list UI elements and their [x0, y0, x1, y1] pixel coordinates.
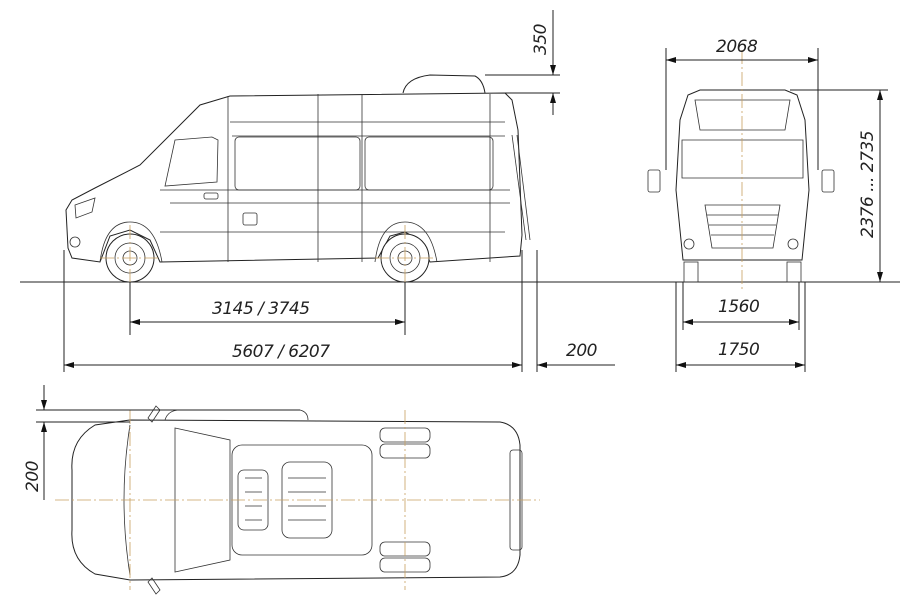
- top-view: [55, 405, 540, 595]
- roof-unit-top: [164, 409, 309, 421]
- windshield: [681, 139, 804, 179]
- dim-track: 1560: [718, 297, 759, 317]
- left-mirror: [647, 169, 661, 193]
- dim-overall-length: 5607 / 6207: [232, 342, 330, 362]
- dim-body-width: 1750: [718, 340, 759, 360]
- dim-rear-step: 200: [566, 341, 597, 361]
- front-dimensions: 2068 2376 ... 2735 1560 1750: [665, 37, 888, 372]
- side-dimensions: 350 3145 / 3745 5607 / 6207 200: [63, 10, 615, 372]
- top-body-outline: [71, 419, 521, 581]
- top-dimensions: 200: [23, 385, 300, 500]
- cab-door-window: [164, 136, 219, 187]
- side-window-2: [364, 136, 494, 191]
- top-right-mirror: [147, 577, 161, 595]
- side-window-1: [234, 136, 361, 191]
- dim-top-offset: 200: [23, 461, 43, 492]
- rear-wheel: [374, 221, 438, 283]
- top-left-mirror: [147, 405, 161, 423]
- dim-overall-width: 2068: [716, 37, 758, 57]
- grille: [704, 204, 781, 249]
- dim-roof-unit-height: 350: [531, 24, 551, 55]
- right-mirror: [821, 169, 835, 193]
- side-view: [20, 74, 640, 290]
- roof-unit: [402, 74, 486, 94]
- dim-wheelbase: 3145 / 3745: [212, 299, 310, 319]
- dim-overall-height: 2376 ... 2735: [858, 131, 878, 238]
- front-roof-glass: [694, 99, 791, 131]
- cab-roof: [174, 427, 231, 573]
- front-view: [640, 50, 900, 290]
- front-body-outline: [675, 89, 810, 261]
